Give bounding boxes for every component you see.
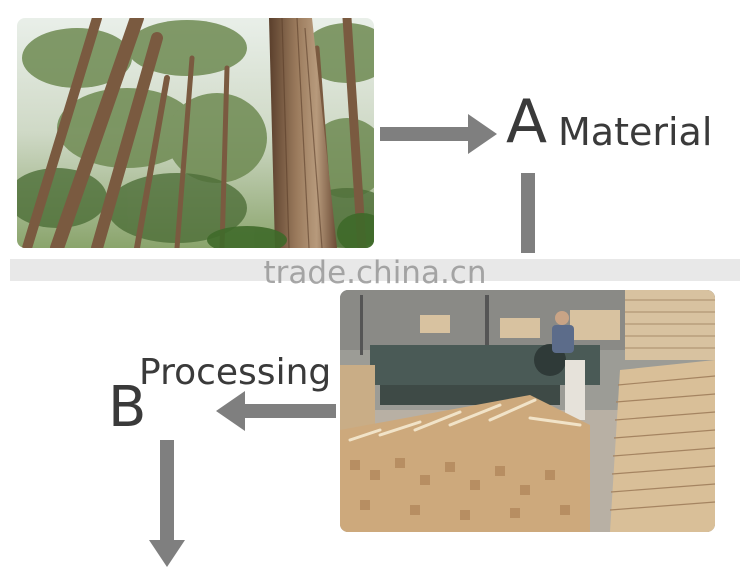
step-b-letter: B: [108, 375, 147, 440]
watermark-band: [10, 259, 740, 281]
down-arrow-icon: [149, 440, 185, 567]
step-b-label: Processing: [139, 352, 332, 393]
down-connector: [521, 173, 535, 253]
forest-photo: [17, 18, 374, 248]
step-a-label: Material: [558, 110, 713, 154]
left-arrow-icon: [216, 391, 336, 431]
right-arrow-icon: [380, 114, 497, 154]
step-a-letter: A: [506, 87, 548, 157]
watermark-text: trade.china.cn: [263, 255, 487, 291]
watermark: trade.china.cn: [0, 253, 750, 291]
sawmill-photo: [340, 290, 715, 532]
